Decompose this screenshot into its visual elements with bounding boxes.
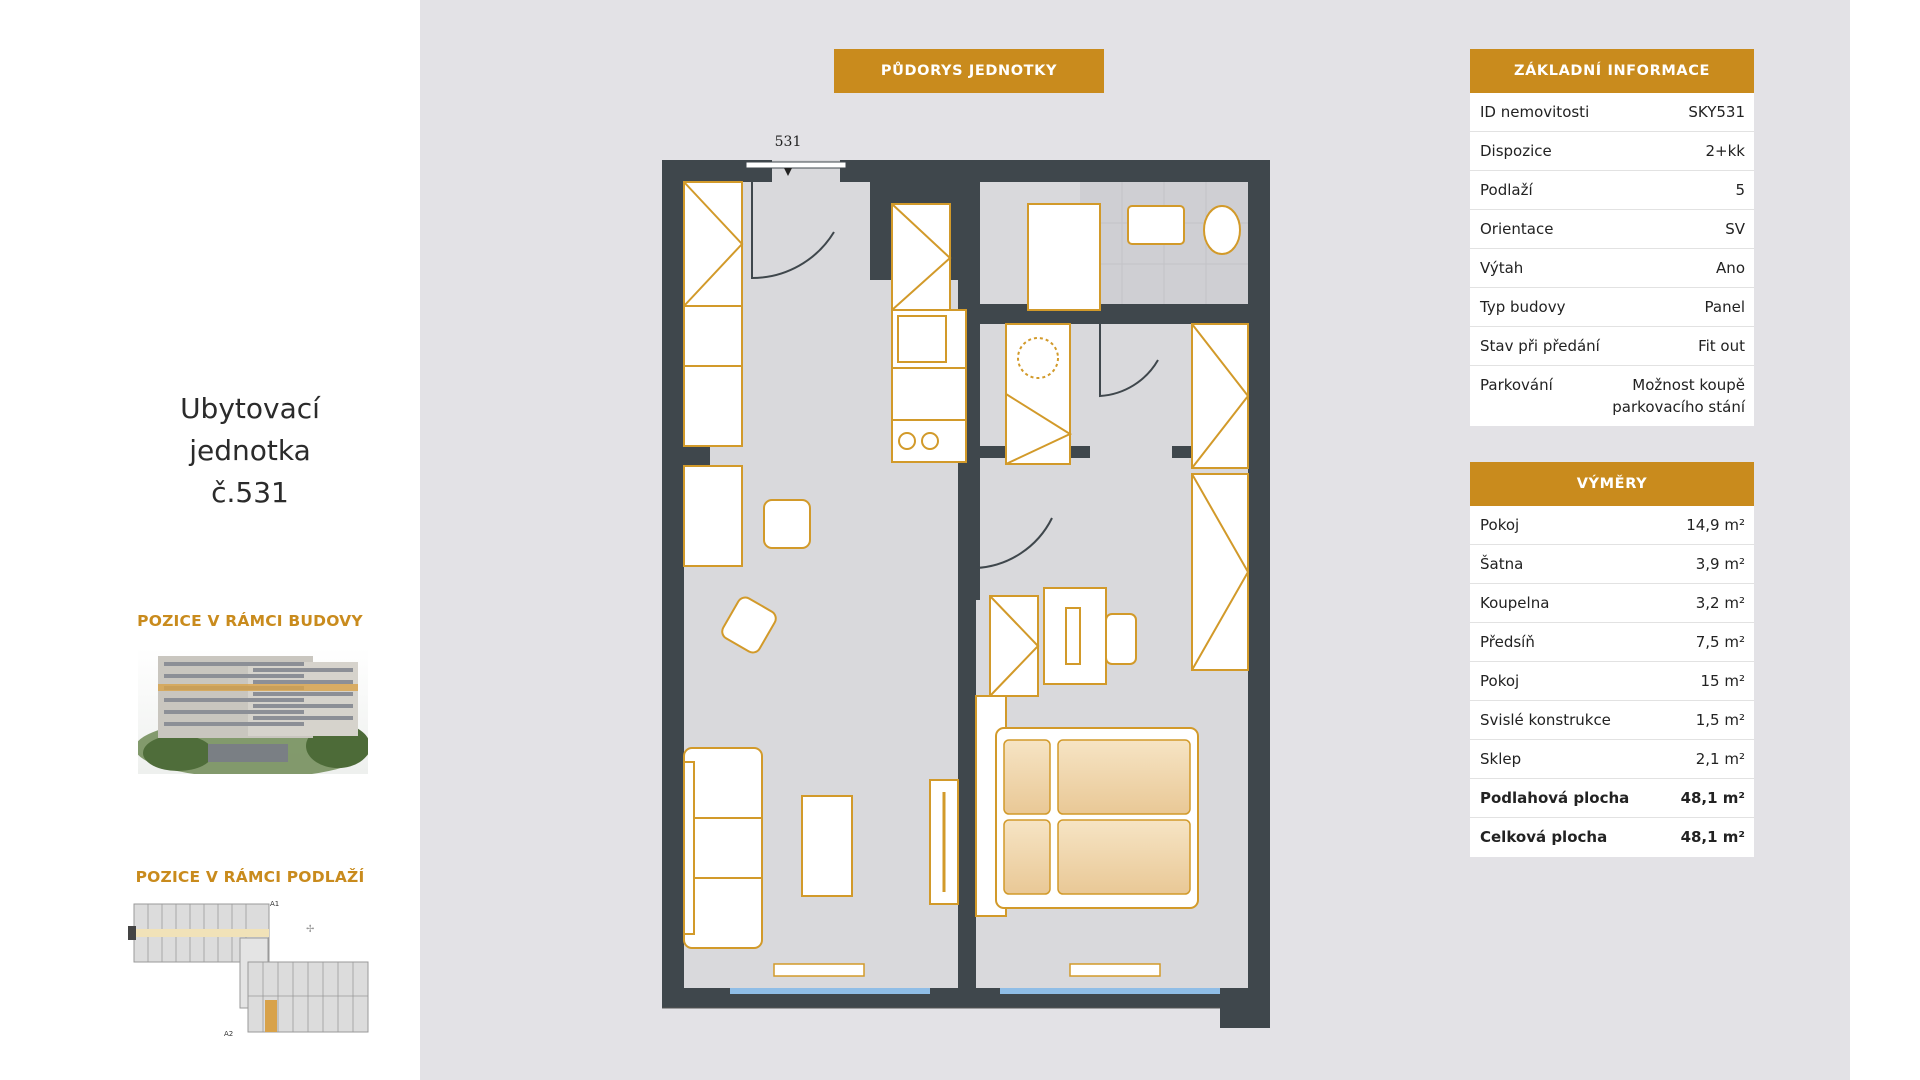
- area-value: 48,1 m²: [1680, 828, 1745, 846]
- radiators: [773, 963, 1161, 977]
- area-value: 48,1 m²: [1680, 789, 1745, 807]
- area-label: Sklep: [1480, 750, 1522, 768]
- info-value: Fit out: [1698, 337, 1745, 355]
- area-row: Předsíň 7,5 m²: [1470, 623, 1754, 662]
- unit-title-line-2: jednotka: [189, 434, 311, 467]
- info-row: Parkování Možnost koupě parkovacího stán…: [1470, 366, 1754, 426]
- total-area-row: Celková plocha 48,1 m²: [1470, 818, 1754, 857]
- unit-title-line-1: Ubytovací: [180, 392, 320, 425]
- info-label: Orientace: [1480, 220, 1554, 238]
- area-value: 2,1 m²: [1695, 750, 1745, 768]
- door-icons: [751, 182, 1159, 570]
- basic-info-banner: ZÁKLADNÍ INFORMACE: [1470, 49, 1754, 93]
- unit-title-line-3: č.531: [211, 476, 289, 509]
- area-label: Předsíň: [1480, 633, 1535, 651]
- info-value: 5: [1735, 181, 1745, 199]
- info-value: Panel: [1704, 298, 1745, 316]
- info-row: Stav při předání Fit out: [1470, 327, 1754, 366]
- basic-info-panel: ZÁKLADNÍ INFORMACE ID nemovitosti SKY531…: [1470, 49, 1754, 426]
- building-position-image: [138, 648, 368, 774]
- info-value: SKY531: [1688, 103, 1745, 121]
- info-value: Ano: [1716, 259, 1745, 277]
- floor-label-a1: A1: [270, 900, 279, 908]
- area-value: 7,5 m²: [1695, 633, 1745, 651]
- floor-area-total-row: Podlahová plocha 48,1 m²: [1470, 779, 1754, 818]
- area-value: 3,9 m²: [1695, 555, 1745, 573]
- area-label: Pokoj: [1480, 516, 1520, 534]
- floor-position-image: A1 A2 ✢: [128, 900, 369, 1038]
- area-value: 1,5 m²: [1695, 711, 1745, 729]
- compass-icon: ✢: [306, 924, 314, 935]
- area-label: Celková plocha: [1480, 828, 1608, 846]
- info-row: Podlaží 5: [1470, 171, 1754, 210]
- area-row: Šatna 3,9 m²: [1470, 545, 1754, 584]
- info-label: Dispozice: [1480, 142, 1552, 160]
- floorplan-banner: PŮDORYS JEDNOTKY: [834, 49, 1104, 93]
- area-row: Koupelna 3,2 m²: [1470, 584, 1754, 623]
- floor-label-a2: A2: [224, 1030, 233, 1038]
- areas-panel: VÝMĚRY Pokoj 14,9 m² Šatna 3,9 m² Koupel…: [1470, 462, 1754, 857]
- info-value: SV: [1725, 220, 1745, 238]
- area-label: Šatna: [1480, 555, 1524, 573]
- building-position-heading: POZICE V RÁMCI BUDOVY: [137, 612, 363, 630]
- info-value: Možnost koupě parkovacího stání: [1612, 376, 1745, 416]
- info-row: Orientace SV: [1470, 210, 1754, 249]
- info-label: Podlaží: [1480, 181, 1533, 199]
- area-label: Koupelna: [1480, 594, 1550, 612]
- info-label: Stav při předání: [1480, 337, 1600, 355]
- area-label: Podlahová plocha: [1480, 789, 1630, 807]
- info-label: Výtah: [1480, 259, 1524, 277]
- door-number-label: 531: [775, 134, 802, 150]
- info-label: Parkování: [1480, 376, 1553, 394]
- info-value: 2+kk: [1705, 142, 1746, 160]
- area-row: Pokoj 14,9 m²: [1470, 506, 1754, 545]
- area-value: 14,9 m²: [1686, 516, 1745, 534]
- area-label: Svislé konstrukce: [1480, 711, 1611, 729]
- floor-position-heading: POZICE V RÁMCI PODLAŽÍ: [135, 868, 365, 886]
- floorplan-drawing: 531: [662, 134, 1270, 1028]
- area-row: Pokoj 15 m²: [1470, 662, 1754, 701]
- info-row: Výtah Ano: [1470, 249, 1754, 288]
- area-row: Svislé konstrukce 1,5 m²: [1470, 701, 1754, 740]
- info-label: Typ budovy: [1480, 298, 1566, 316]
- area-value: 3,2 m²: [1695, 594, 1745, 612]
- left-panel: Ubytovací jednotka č.531 POZICE V RÁMCI …: [0, 0, 420, 1080]
- areas-banner: VÝMĚRY: [1470, 462, 1754, 506]
- info-row: ID nemovitosti SKY531: [1470, 93, 1754, 132]
- info-row: Typ budovy Panel: [1470, 288, 1754, 327]
- area-label: Pokoj: [1480, 672, 1520, 690]
- area-row: Sklep 2,1 m²: [1470, 740, 1754, 779]
- area-value: 15 m²: [1700, 672, 1745, 690]
- unit-title: Ubytovací jednotka č.531: [0, 388, 500, 514]
- info-label: ID nemovitosti: [1480, 103, 1590, 121]
- info-row: Dispozice 2+kk: [1470, 132, 1754, 171]
